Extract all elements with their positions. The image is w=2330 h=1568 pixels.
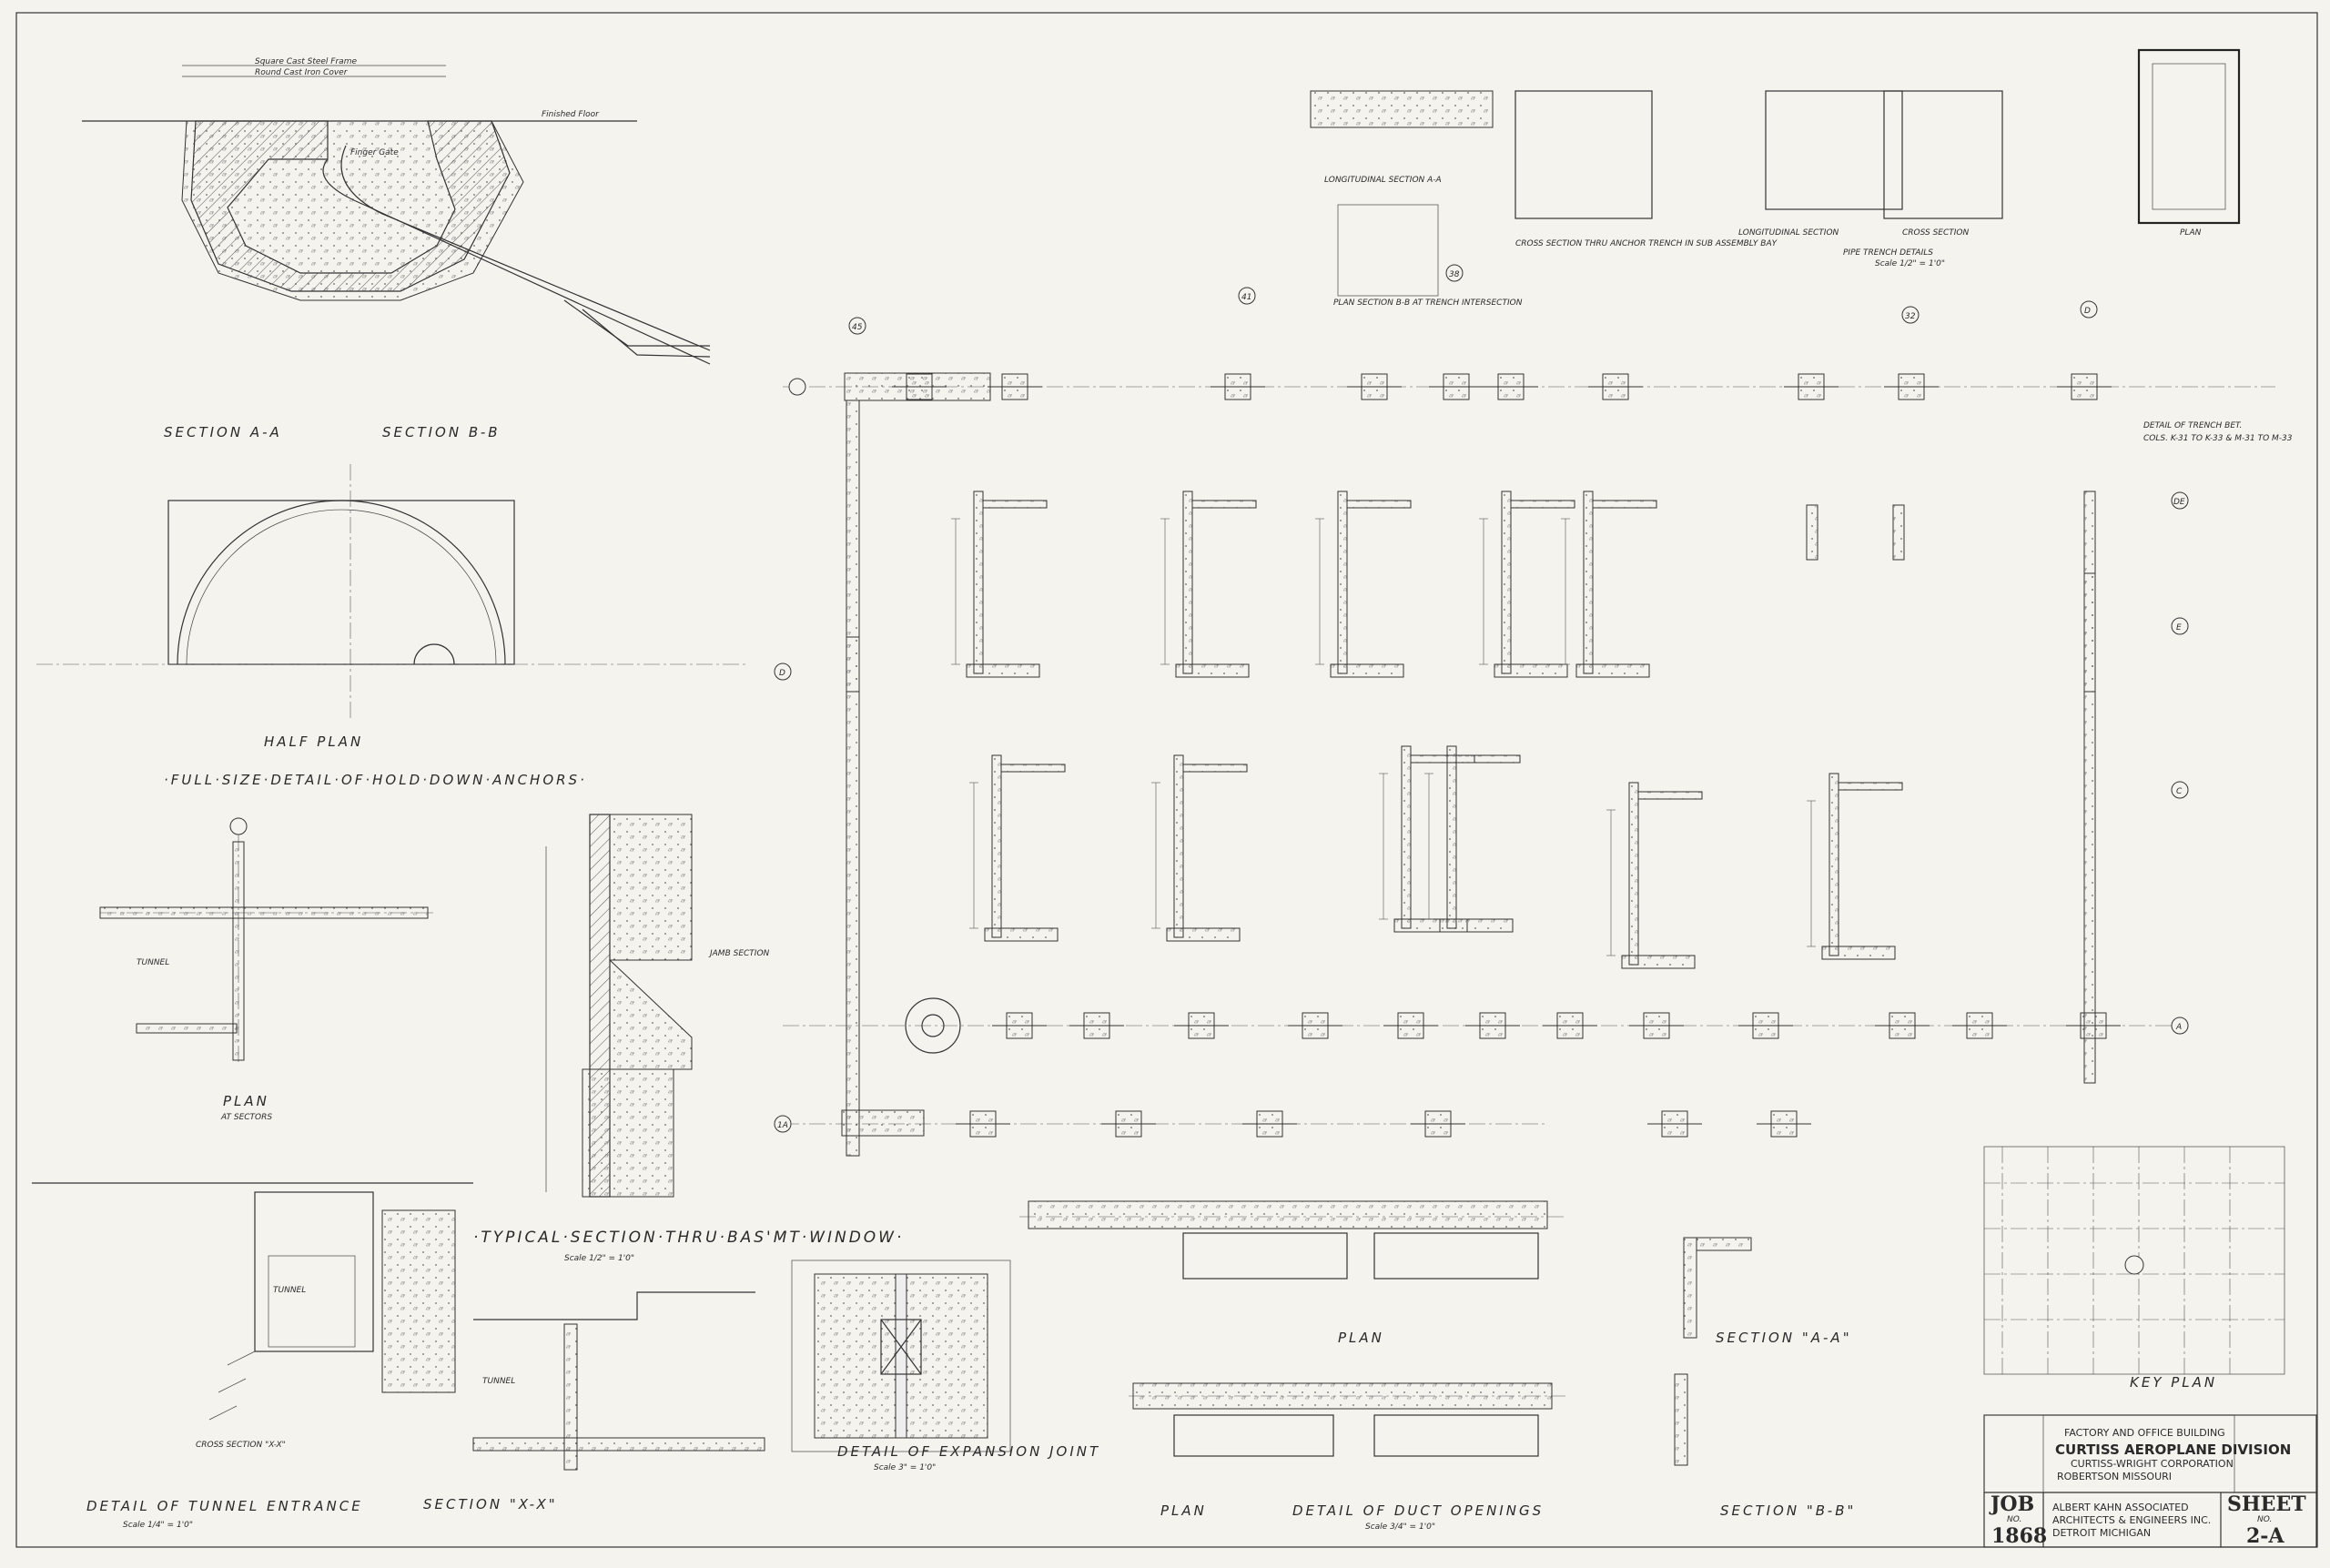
grid-bubble: DE [2171, 491, 2189, 510]
foundation-plan-row-5 [783, 1109, 1812, 1138]
typical-section-title: ·TYPICAL·SECTION·THRU·BAS'MT·WINDOW· [473, 1229, 904, 1247]
section-aa-bb-detail: Square Cast Steel Frame Round Cast Iron … [82, 57, 711, 440]
half-plan-detail: HALF PLAN ·FULL·SIZE·DETAIL·OF·HOLD·DOWN… [36, 464, 746, 788]
jamb-section-title: JAMB SECTION [708, 949, 770, 958]
svg-text:D: D [2084, 307, 2091, 316]
plan-section-bb-title: PLAN SECTION B-B AT TRENCH INTERSECTION [1333, 298, 1523, 308]
tunnel-xx-label: TUNNEL [482, 1377, 515, 1386]
grid-bubble: D [2080, 300, 2098, 319]
typical-section-scale: Scale 1/2" = 1'0" [564, 1254, 634, 1263]
section-aa-title: SECTION A-A [164, 424, 282, 440]
plan-lower-title: PLAN [1160, 1502, 1207, 1519]
plan-upper-title: PLAN [1338, 1330, 1384, 1346]
expansion-joint-detail: DETAIL OF EXPANSION JOINT Scale 3" = 1'0… [791, 1259, 1100, 1472]
title-architect: ALBERT KAHN ASSOCIATED [2052, 1502, 2189, 1513]
section-xx-title: SECTION "X-X" [423, 1496, 558, 1512]
jamb-section-detail: JAMB SECTION [545, 814, 770, 1198]
longitudinal-section-title: LONGITUDINAL SECTION [1738, 228, 1839, 238]
finished-floor-label: Finished Floor [542, 110, 600, 119]
half-plan-title: HALF PLAN [264, 733, 363, 750]
plan-small-title: PLAN [2180, 228, 2202, 238]
grid-bubble: 38 [1445, 264, 1464, 282]
svg-text:D: D [779, 669, 785, 678]
svg-text:41: 41 [1241, 293, 1251, 302]
tunnel-entrance-detail: TUNNEL CROSS SECTION "X-X" DETAIL OF TUN… [32, 1182, 473, 1530]
duct-openings-scale: Scale 3/4" = 1'0" [1365, 1522, 1435, 1532]
title-project: FACTORY AND OFFICE BUILDING [2064, 1427, 2225, 1439]
plan-sectors-title: PLAN [223, 1093, 269, 1109]
longitudinal-section-aa-title: LONGITUDINAL SECTION A-A [1324, 176, 1442, 185]
title-architect-city: DETROIT MICHIGAN [2052, 1527, 2151, 1539]
section-aa-lower-title: SECTION "A-A" [1716, 1330, 1852, 1346]
frame-label: Square Cast Steel Frame [255, 57, 357, 66]
tunnel-entrance-label: TUNNEL [273, 1286, 306, 1295]
title-architect-sub: ARCHITECTS & ENGINEERS INC. [2052, 1514, 2211, 1526]
job-no-label: NO. [2007, 1515, 2021, 1524]
grid-bubble: D [774, 663, 792, 681]
job-number: 1868 [1991, 1524, 2047, 1548]
pipe-trench-scale: Scale 1/2" = 1'0" [1875, 259, 1945, 268]
key-plan-title: KEY PLAN [2130, 1374, 2217, 1391]
sheet-border [15, 12, 2318, 1548]
grid-bubble: 41 [1238, 287, 1256, 305]
tunnel-label: TUNNEL [137, 958, 169, 967]
svg-text:45: 45 [852, 323, 863, 332]
typical-section-basement-window: ·TYPICAL·SECTION·THRU·BAS'MT·WINDOW· Sca… [473, 1229, 904, 1263]
section-bb-lower-title: SECTION "B-B" [1720, 1502, 1856, 1519]
tunnel-entrance-scale: Scale 1/4" = 1'0" [123, 1521, 193, 1530]
svg-text:C: C [2176, 787, 2183, 796]
job-label: JOB [1989, 1492, 2034, 1516]
svg-text:A: A [2175, 1023, 2182, 1032]
key-plan: KEY PLAN [1983, 1146, 2285, 1391]
section-aa-bb-lower: SECTION "A-A" SECTION "B-B" [1674, 1237, 1856, 1519]
cross-section-title: CROSS SECTION [1902, 228, 1970, 238]
svg-text:DE: DE [2173, 498, 2185, 507]
title-location: ROBERTSON MISSOURI [2057, 1471, 2172, 1482]
expansion-joint-scale: Scale 3" = 1'0" [874, 1463, 936, 1472]
trench-details: LONGITUDINAL SECTION A-A CROSS SECTION T… [1310, 48, 2293, 443]
grid-bubble: C [2171, 781, 2189, 799]
section-bb-title: SECTION B-B [382, 424, 501, 440]
sheet-label: SHEET [2227, 1492, 2306, 1516]
svg-text:1A: 1A [777, 1121, 788, 1130]
foundation-plan-row-1 [783, 372, 2275, 693]
section-xx-detail: TUNNEL SECTION "X-X" [423, 1291, 765, 1512]
full-size-detail-title: ·FULL·SIZE·DETAIL·OF·HOLD·DOWN·ANCHORS· [164, 772, 587, 788]
grid-bubble: 32 [1901, 306, 1920, 324]
grid-bubbles: 45 41 38 32 D DE E C A 1A D [774, 264, 2189, 1133]
grid-bubble: 1A [774, 1115, 792, 1133]
foundation-plan-row-4 [783, 997, 2184, 1054]
tunnel-entrance-title: DETAIL OF TUNNEL ENTRANCE [86, 1498, 363, 1514]
sheet-number: 2-A [2246, 1524, 2284, 1548]
title-client-sub: CURTISS-WRIGHT CORPORATION [2071, 1458, 2234, 1470]
grid-bubble: 45 [848, 317, 866, 335]
cross-section-xx-title: CROSS SECTION "X-X" [196, 1441, 286, 1450]
pipe-trench-title: PIPE TRENCH DETAILS [1843, 248, 1933, 258]
svg-text:38: 38 [1449, 270, 1460, 279]
cover-label: Round Cast Iron Cover [255, 68, 349, 77]
grid-bubble: A [2171, 1017, 2189, 1035]
title-client: CURTISS AEROPLANE DIVISION [2055, 1442, 2291, 1458]
svg-text:32: 32 [1905, 312, 1916, 321]
detail-trench-sub: COLS. K-31 TO K-33 & M-31 TO M-33 [2143, 434, 2293, 443]
finger-gate-label: Finger Gate [350, 148, 399, 157]
duct-openings-detail: PLAN PLAN DETAIL OF DUCT OPENINGS Scale … [1019, 1200, 1565, 1532]
wall-sections-row-3 [846, 572, 2096, 1157]
expansion-joint-title: DETAIL OF EXPANSION JOINT [837, 1443, 1100, 1460]
svg-text:E: E [2176, 623, 2182, 632]
plan-sectors-sub: AT SECTORS [220, 1113, 272, 1122]
duct-openings-title: DETAIL OF DUCT OPENINGS [1292, 1502, 1544, 1519]
grid-bubble: E [2171, 617, 2189, 635]
sheet-no-label: NO. [2257, 1515, 2272, 1524]
detail-trench-title: DETAIL OF TRENCH BET. [2143, 421, 2242, 430]
title-block: FACTORY AND OFFICE BUILDING CURTISS AERO… [1983, 1414, 2317, 1548]
plan-at-sectors: TUNNEL PLAN AT SECTORS [99, 817, 437, 1122]
wall-sections-row-2 [950, 491, 2096, 693]
cross-section-anchor-title: CROSS SECTION THRU ANCHOR TRENCH IN SUB … [1515, 239, 1778, 248]
